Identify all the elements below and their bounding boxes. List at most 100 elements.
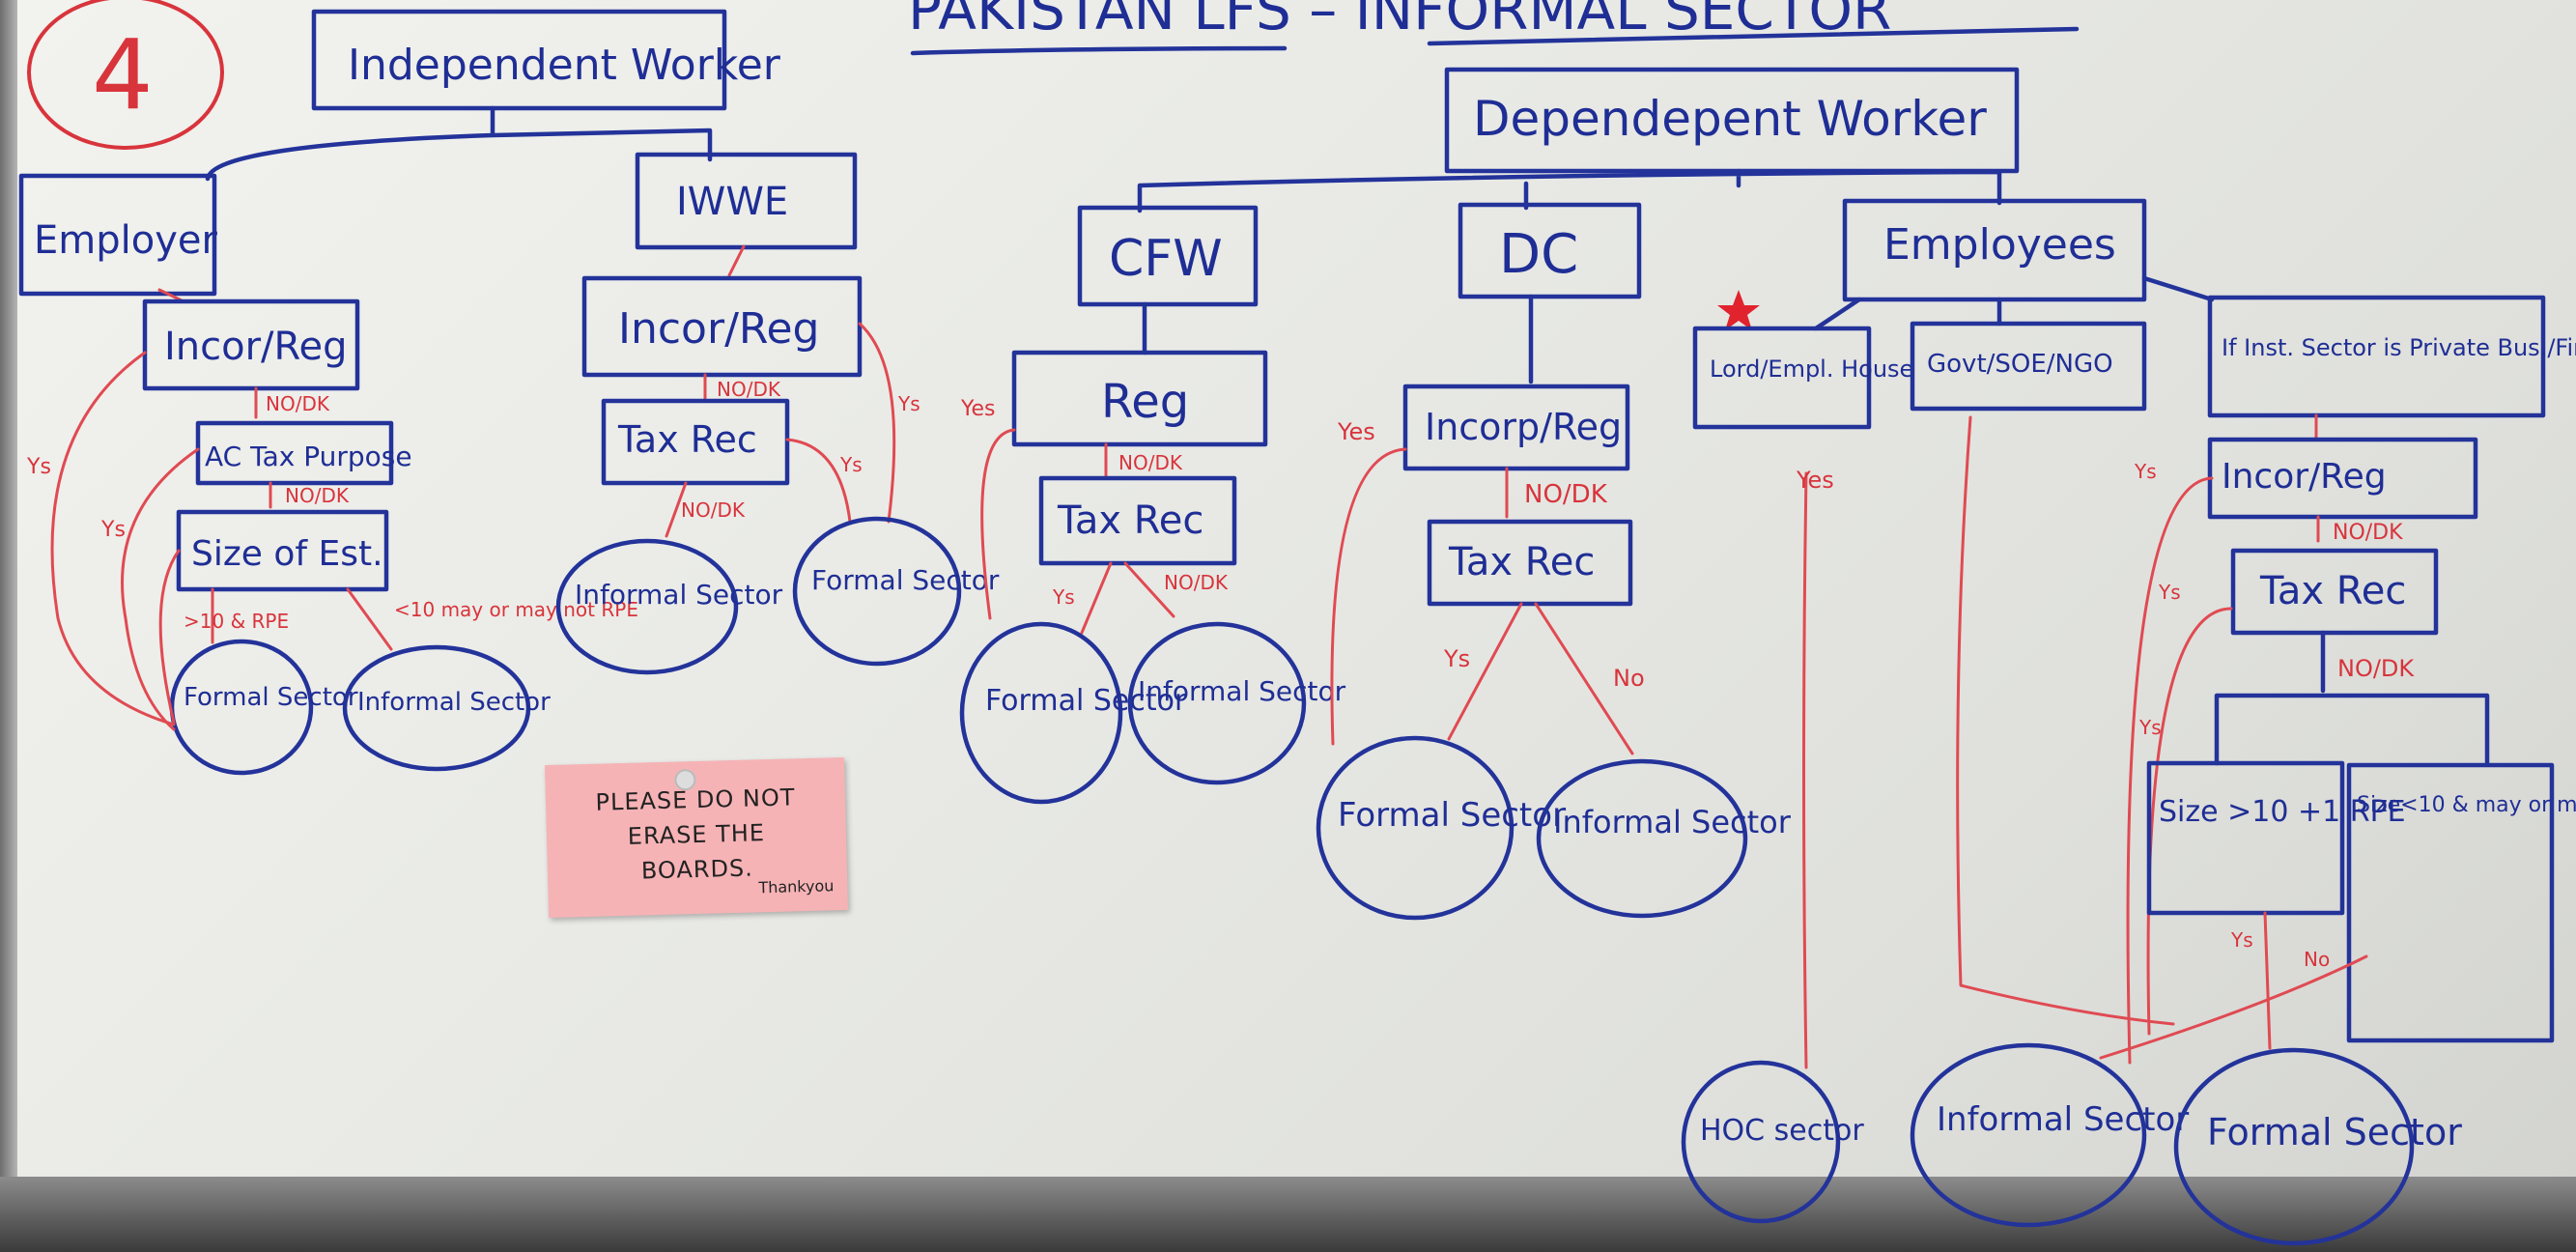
- gt10-label: >10 & RPE: [184, 610, 289, 633]
- size-gt10-label: Size >10 +1 RPE: [2159, 795, 2406, 829]
- private-sector-box: [2207, 295, 2546, 418]
- dc-incorp-reg-box: [1402, 384, 1630, 471]
- independent-worker-box: [311, 9, 727, 111]
- iwwe-incor-reg-box: [581, 275, 863, 378]
- ys-label: Ys: [2138, 716, 2162, 739]
- cfw-formal-sector: [959, 621, 1123, 805]
- yes-arrow: [121, 447, 200, 731]
- dependent-worker-label: Dependepent Worker: [1473, 91, 1987, 147]
- formal-sector-label: Formal Sector: [184, 683, 358, 712]
- tax-rec-label: Tax Rec: [1057, 498, 1203, 543]
- yes-arrow: [980, 428, 1016, 620]
- arrow: [1956, 415, 2175, 1026]
- tax-rec-label: Tax Rec: [617, 418, 757, 461]
- iwwe-informal-sector: [555, 538, 739, 675]
- no-label: No: [1613, 665, 1645, 692]
- iwwe-formal-sector: [792, 516, 962, 667]
- iwwe-tax-rec-box: [601, 398, 790, 486]
- cfw-reg-box: [1011, 350, 1268, 447]
- dc-formal-sector: [1316, 735, 1514, 921]
- dc-informal-sector: [1536, 758, 1748, 919]
- formal-sector-label: Formal Sector: [811, 564, 1000, 596]
- formal-sector-label: Formal Sector: [1338, 796, 1566, 835]
- connector: [2214, 630, 2490, 766]
- employer-label: Employer: [34, 218, 217, 263]
- iwwe-box: [635, 152, 858, 250]
- employees-box: [1842, 198, 2147, 302]
- ys-label: Ys: [100, 518, 126, 542]
- nodk-label: NO/DK: [2337, 655, 2415, 682]
- arrow: [665, 481, 688, 538]
- ac-tax-label: AC Tax Purpose: [205, 441, 412, 472]
- size-est-label: Size of Est.: [191, 534, 383, 574]
- connector: [205, 105, 713, 182]
- incorp-reg-label: Incorp/Reg: [1425, 406, 1622, 448]
- dc-label: DC: [1499, 223, 1578, 286]
- iwwe-label: IWWE: [676, 180, 788, 224]
- cfw-informal-sector: [1127, 621, 1307, 785]
- yes-arrow: [1802, 471, 1808, 1069]
- household-label: Lord/Empl. House: [1710, 356, 1913, 383]
- marker-tray: [0, 1177, 2576, 1252]
- size-lt10-label: Size<10 & may or may Not have Regular EM…: [2357, 793, 2576, 817]
- yes-arrow: [785, 322, 896, 524]
- no-label: No: [2304, 948, 2330, 971]
- nodk-label: NO/DK: [717, 378, 781, 401]
- employer-box: [18, 173, 217, 297]
- hoc-sector: [1681, 1060, 1841, 1224]
- emp-informal-sector: [342, 644, 531, 772]
- nodk-label: NO/DK: [266, 392, 330, 415]
- sticky-note-thanks: Thankyou: [758, 876, 835, 897]
- size-gt10-box: [2146, 760, 2345, 916]
- ys-label: Ys: [897, 392, 920, 415]
- arrow: [1447, 602, 1634, 755]
- dependent-worker-box: [1444, 67, 2020, 174]
- formal-sector-label: Formal Sector: [2207, 1111, 2462, 1153]
- arrow: [727, 244, 746, 277]
- board-frame: [0, 0, 17, 1252]
- yes-arrow: [1330, 447, 1407, 746]
- yes-label: Yes: [1796, 467, 1834, 494]
- reg-label: Reg: [1101, 375, 1189, 429]
- incor-reg-label: Incor/Reg: [618, 304, 819, 354]
- govt-box: [1910, 321, 2147, 412]
- private-sector-label: If Inst. Sector is Private Bus./Firm: [2222, 334, 2576, 361]
- yes-label: Yes: [960, 397, 996, 421]
- arrow: [211, 587, 393, 651]
- incor-reg-label: Incor/Reg: [164, 325, 348, 369]
- arrow: [1080, 561, 1175, 635]
- dc-box: [1458, 202, 1642, 299]
- cfw-tax-rec-box: [1038, 475, 1237, 566]
- emp-tax-rec-box: [2230, 548, 2439, 636]
- yes-label: Yes: [1337, 418, 1375, 445]
- employees-label: Employees: [1883, 220, 2116, 270]
- informal-sector-label: Informal Sector: [1138, 675, 1346, 707]
- ys-label: Ys: [2230, 928, 2253, 952]
- title-underline: [910, 26, 2080, 56]
- sticky-note-text: PLEASE DO NOT ERASE THE BOARDS.: [595, 783, 796, 885]
- household-box: [1692, 326, 1872, 430]
- tax-rec-label: Tax Rec: [1448, 540, 1595, 584]
- yes-label: Ys: [1443, 645, 1470, 672]
- nodk-label: NO/DK: [285, 484, 350, 507]
- incor-reg-label: Incor/Reg: [2222, 457, 2387, 497]
- informal-sector-label: Informal Sector: [1553, 804, 1792, 840]
- yes-arrow: [158, 549, 181, 725]
- nodk-label: NO/DK: [1524, 480, 1608, 509]
- independent-worker-label: Independent Worker: [348, 41, 781, 90]
- lt10-label: <10 may or may not RPE: [394, 598, 638, 621]
- arrow: [2099, 911, 2368, 1060]
- employer-incor-reg-box: [142, 299, 360, 391]
- ys-label: Ys: [839, 453, 863, 476]
- cfw-label: CFW: [1109, 230, 1223, 288]
- connector: [1813, 275, 2215, 331]
- emp-formal-sector: [2173, 1047, 2415, 1246]
- dc-tax-rec-box: [1427, 519, 1633, 607]
- hoc-sector-label: HOC sector: [1700, 1114, 1864, 1148]
- nodk-label: NO/DK: [1164, 571, 1229, 594]
- board-number-circle: [27, 0, 224, 150]
- ys-label: Ys: [2134, 460, 2157, 483]
- cfw-box: [1077, 205, 1259, 307]
- nodk-label: NO/DK: [681, 498, 746, 522]
